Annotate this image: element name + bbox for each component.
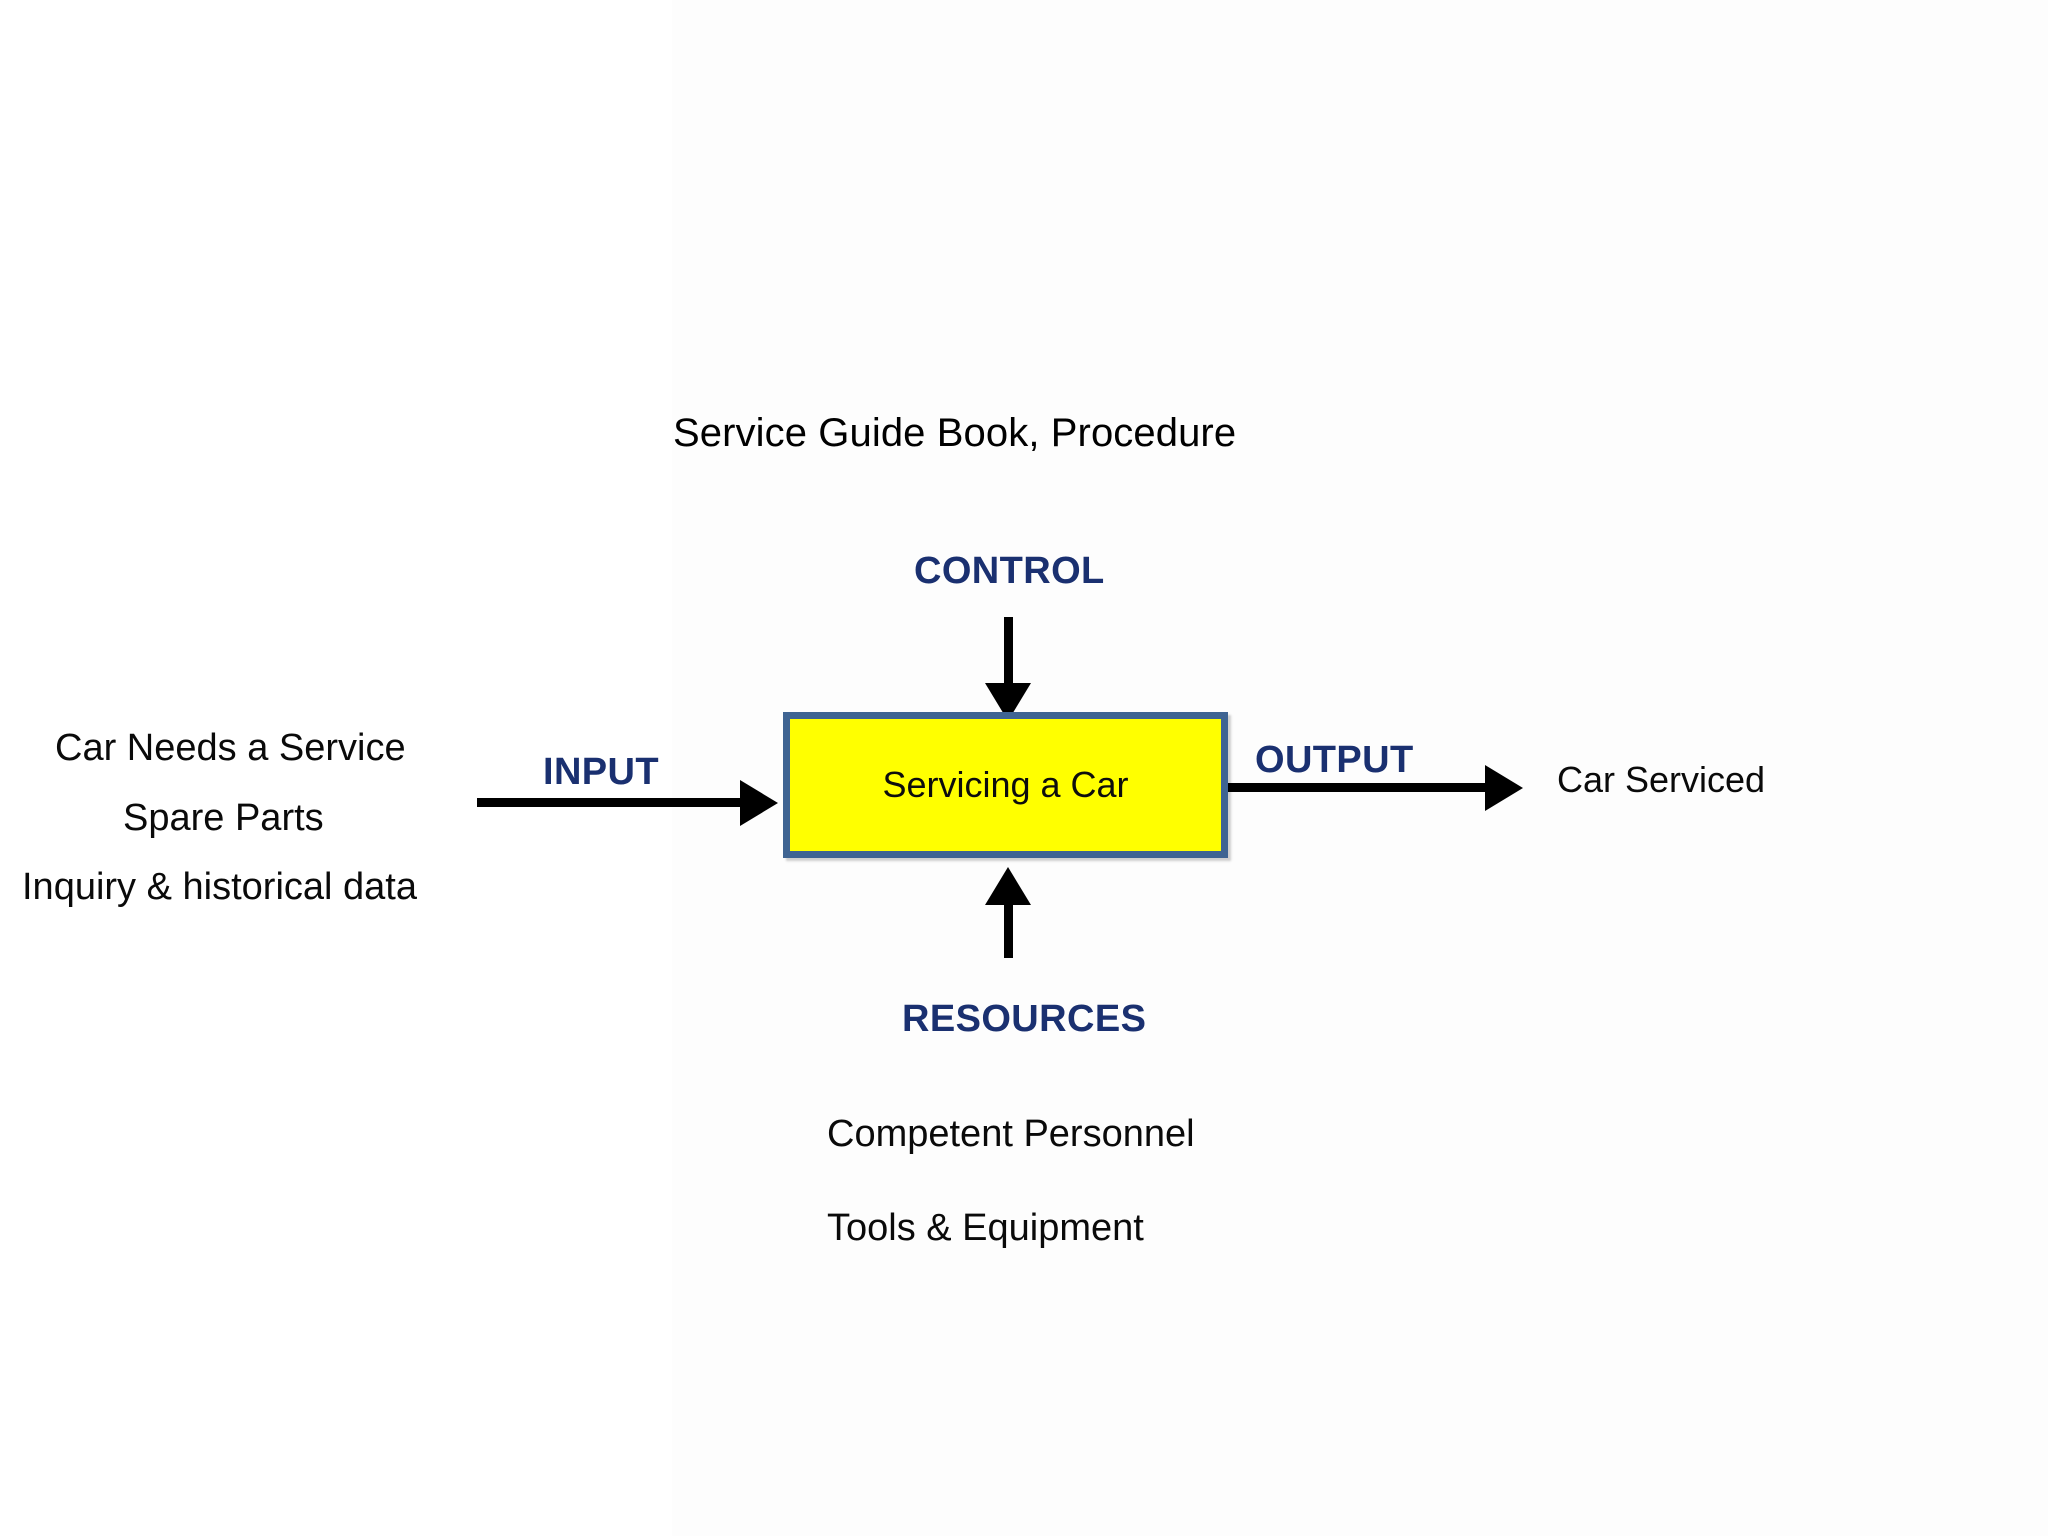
input-item-1: Spare Parts (123, 797, 324, 839)
output-result-text: Car Serviced (1557, 759, 1766, 800)
resources-arrow-head-icon (985, 867, 1031, 905)
activity-box-label: Servicing a Car (882, 764, 1129, 805)
input-item-0: Car Needs a Service (55, 727, 406, 769)
resources-arrow-shaft (1004, 900, 1013, 958)
control-source-text: Service Guide Book, Procedure (673, 411, 1237, 455)
input-arrow-shaft (477, 798, 743, 807)
resources-item-1: Tools & Equipment (827, 1207, 1144, 1249)
resources-label: RESOURCES (902, 998, 1147, 1040)
output-arrow-shaft (1228, 783, 1490, 792)
input-item-2: Inquiry & historical data (22, 866, 417, 908)
input-arrow-head-icon (740, 780, 778, 826)
activity-box[interactable]: Servicing a Car (783, 712, 1228, 858)
resources-item-0: Competent Personnel (827, 1113, 1195, 1155)
control-arrow-shaft (1004, 617, 1013, 690)
output-label: OUTPUT (1255, 739, 1414, 781)
output-arrow-head-icon (1485, 765, 1523, 811)
input-label: INPUT (543, 751, 659, 793)
control-label: CONTROL (914, 550, 1105, 592)
